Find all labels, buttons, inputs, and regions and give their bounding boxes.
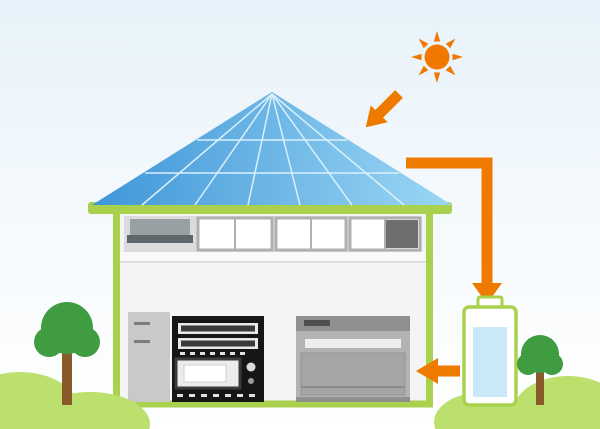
dishwasher-door xyxy=(300,352,406,396)
battery-to-house-arrow-icon xyxy=(416,358,460,384)
sun-rays xyxy=(411,31,463,83)
solar-panel-surface xyxy=(92,92,452,205)
dishwasher-handle-slot xyxy=(305,339,401,348)
stove-buttons xyxy=(180,352,245,355)
roof-to-battery-arrow-icon xyxy=(406,157,502,304)
kitchen-stove xyxy=(172,316,264,402)
window-middle xyxy=(274,216,348,252)
dishwasher xyxy=(296,316,410,402)
battery-icon xyxy=(462,295,518,407)
range-hood xyxy=(127,219,193,243)
sun-disc xyxy=(424,44,450,70)
solar-panel-grid xyxy=(141,93,405,206)
floor-slab xyxy=(120,252,426,262)
sun-icon xyxy=(411,31,463,83)
house xyxy=(113,206,433,408)
sunlight-arrow-icon xyxy=(365,90,403,128)
solar-panel-roof xyxy=(88,92,452,214)
window-left xyxy=(196,216,274,252)
dishwasher-control xyxy=(304,320,330,326)
tree-left-icon xyxy=(34,302,100,405)
tree-left-trunk xyxy=(62,345,72,405)
battery-charge-level xyxy=(473,327,507,397)
window-right xyxy=(348,216,422,252)
bush-left-2 xyxy=(30,392,150,429)
kitchen-cabinet xyxy=(128,312,170,402)
stove-knob xyxy=(246,362,256,372)
bushes xyxy=(0,372,600,429)
stove-base-vents xyxy=(177,394,255,397)
tree-right-trunk xyxy=(536,368,544,405)
bush-right-2 xyxy=(513,376,600,429)
tree-right-icon xyxy=(517,335,563,405)
floor-line xyxy=(120,261,426,263)
